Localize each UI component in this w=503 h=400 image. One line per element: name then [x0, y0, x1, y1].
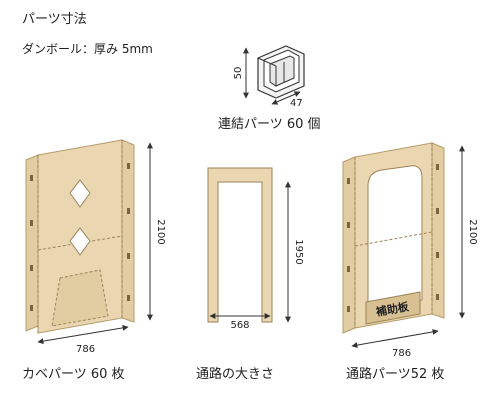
walkway-width-label: 568 [230, 320, 249, 331]
wall-part-illustration [25, 139, 135, 334]
walkway-height-dimension: 1950 [285, 181, 304, 323]
walkway-width-dimension: 568 [209, 313, 271, 331]
walkway-caption: 通路の大きさ [196, 367, 275, 382]
page-title: パーツ寸法 [22, 12, 87, 27]
wall-width-label: 786 [76, 344, 95, 355]
path-part-caption: 通路パーツ52 枚 [346, 367, 445, 382]
connector-part-illustration [257, 45, 305, 99]
connector-depth-label: 47 [290, 98, 303, 109]
walkway-outline [207, 167, 273, 323]
material-spec: ダンボール：厚み 5mm [22, 42, 153, 56]
connector-depth-dimension: 47 [271, 91, 303, 109]
wall-height-dimension: 2100 [147, 142, 166, 321]
path-width-label: 786 [392, 348, 411, 359]
wall-width-dimension: 786 [37, 324, 129, 355]
connector-height-dimension: 50 [233, 47, 249, 99]
connector-caption: 連結パーツ 60 個 [218, 117, 321, 132]
path-part-illustration [342, 142, 445, 334]
walkway-height-label: 1950 [293, 239, 304, 264]
connector-height-label: 50 [233, 67, 244, 80]
path-height-dimension: 2100 [459, 145, 478, 319]
wall-part-caption: カベパーツ 60 枚 [22, 367, 125, 382]
path-width-dimension: 786 [351, 328, 439, 359]
path-height-label: 2100 [467, 219, 478, 244]
support-panel-label: 補助板 [374, 299, 411, 319]
wall-height-label: 2100 [155, 219, 166, 244]
